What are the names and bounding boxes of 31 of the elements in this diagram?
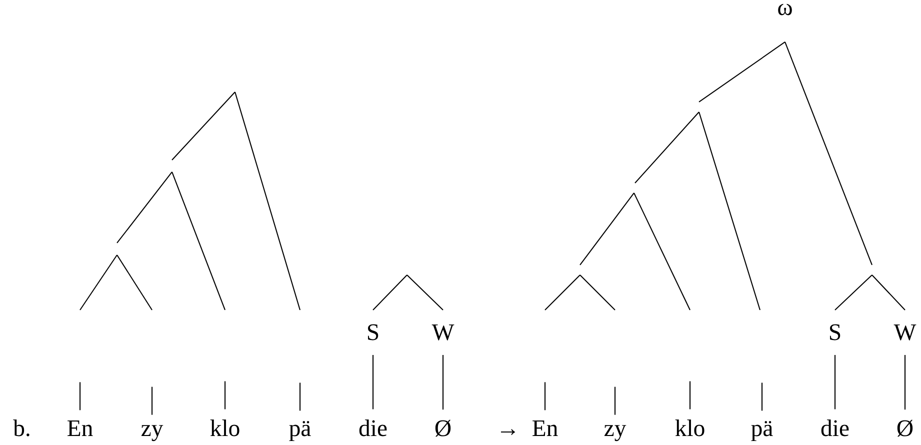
syllable-label: die <box>821 420 849 436</box>
syllable-label: klo <box>210 420 240 436</box>
connector-line <box>614 386 616 415</box>
connector-line <box>299 382 301 411</box>
connector-line <box>834 354 836 410</box>
syllable-label: pä <box>751 421 773 442</box>
syllable-label: En <box>68 420 93 436</box>
connector-line <box>761 382 763 411</box>
syllable-label: pä <box>289 421 311 442</box>
syllable-label: Ø <box>435 420 451 437</box>
syllable-label: zy <box>141 425 164 442</box>
connector-line <box>544 382 546 410</box>
connector-line <box>442 354 444 410</box>
syllable-label: klo <box>675 420 704 436</box>
category-label: S <box>830 324 840 340</box>
syllable-label: zy <box>604 425 626 442</box>
connector-line <box>224 381 226 410</box>
connector-line <box>689 381 691 410</box>
syllable-label: En <box>532 420 558 436</box>
label-text: b. <box>13 420 30 436</box>
syllable-label: Ø <box>897 420 913 437</box>
label-text: → <box>501 429 516 435</box>
category-label: W <box>432 324 454 340</box>
syllable-label: die <box>359 420 387 436</box>
category-label: W <box>894 324 916 340</box>
node-label: ω <box>778 4 792 16</box>
category-label: S <box>368 324 378 340</box>
connector-line <box>904 354 906 410</box>
connector-line <box>372 354 374 410</box>
connector-line <box>151 386 153 415</box>
connector-line <box>79 382 81 410</box>
